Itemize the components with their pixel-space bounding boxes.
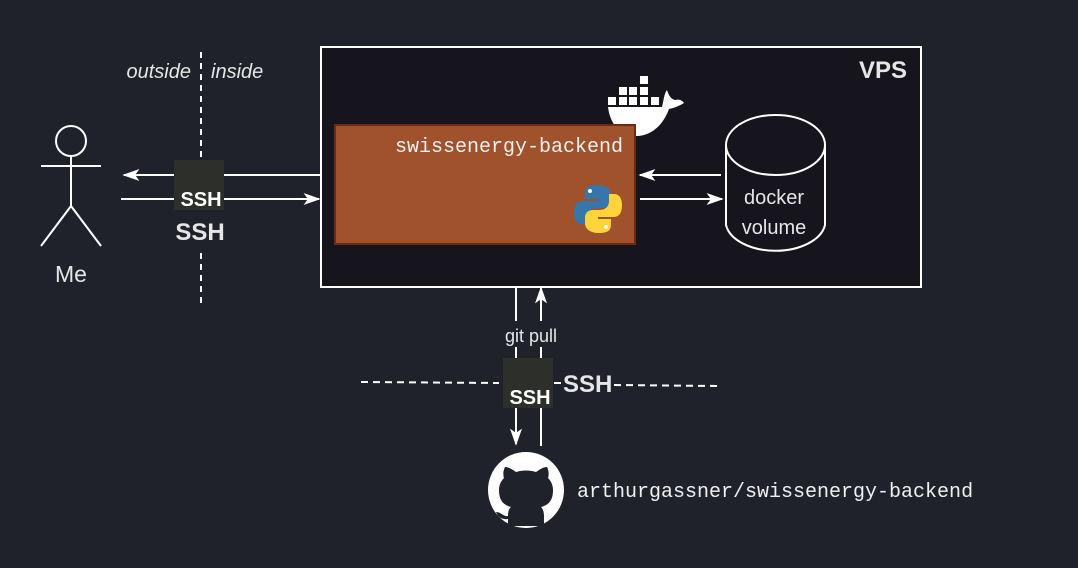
github-icon (488, 452, 564, 528)
backend-container (334, 124, 636, 245)
outside-label: outside (127, 61, 192, 83)
database-cylinder-icon (725, 114, 826, 252)
ssh-badge-icon: SSH (503, 358, 553, 409)
ssh-label: SSH (563, 371, 612, 398)
backend-volume-link (638, 169, 724, 205)
repo-name: arthurgassner/swissenergy-backend (577, 481, 973, 504)
inside-label: inside (211, 61, 263, 83)
actor-label: Me (55, 261, 87, 287)
git-pull-label: git pull (505, 326, 557, 346)
person-icon (40, 125, 102, 247)
ssh-badge-text: SSH (509, 387, 550, 409)
ssh-badge-icon: SSH (174, 160, 224, 211)
volume-label-line2: volume (742, 217, 806, 239)
volume-label-line1: docker (744, 187, 804, 209)
boundary-line-left (360, 381, 500, 384)
python-icon (574, 185, 622, 233)
backend-name: swissenergy-backend (395, 136, 623, 159)
network-boundary: outside inside (127, 52, 263, 307)
vps-title: VPS (859, 57, 907, 84)
git-pull-link (510, 286, 547, 446)
ssh-label: SSH (175, 219, 224, 246)
ssh-badge-text: SSH (180, 189, 221, 211)
boundary-line-right (613, 384, 718, 387)
